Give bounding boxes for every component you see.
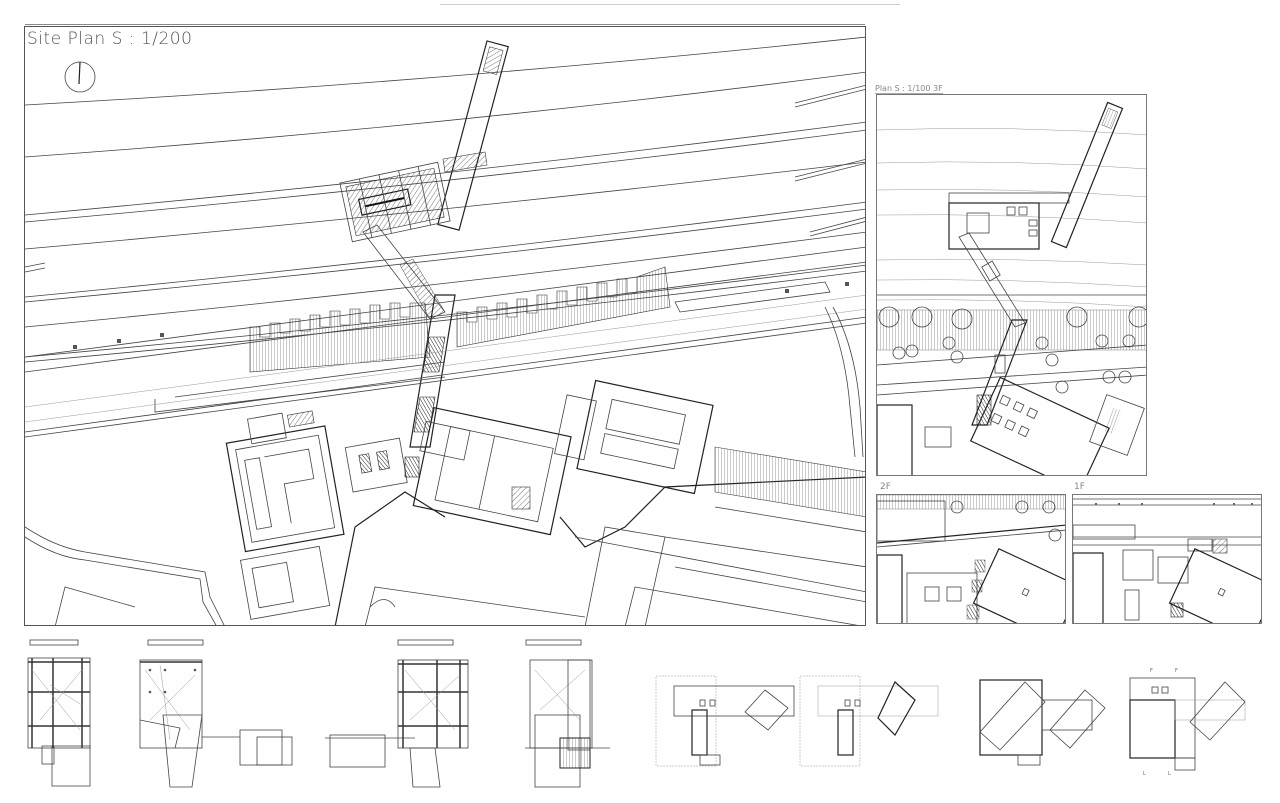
elevations-row <box>20 630 640 800</box>
elevation-1 <box>27 639 91 787</box>
diagram-4-annotation: L <box>1168 771 1171 777</box>
elevation-5 <box>397 639 469 788</box>
header-rule-faint <box>440 4 900 5</box>
diagram-4-annotation: F <box>1150 668 1153 674</box>
elevation-6 <box>525 639 610 788</box>
plan-3f-drawing <box>877 101 1146 475</box>
plan-1f-drawing <box>1073 498 1261 623</box>
header-rule <box>25 24 865 25</box>
plan-2f-drawing <box>877 495 1065 623</box>
diagram-1 <box>655 675 795 767</box>
site-plan: Site Plan S : 1/200 <box>24 26 866 626</box>
elevation-4 <box>325 734 415 768</box>
diagram-4-annotation: L <box>1143 771 1146 777</box>
diagram-4-annotation: F <box>1175 668 1178 674</box>
plan-3f <box>876 94 1147 476</box>
plan-1f <box>1072 494 1262 624</box>
diagram-3 <box>979 679 1106 766</box>
plan-1f-tag: 1F <box>1074 482 1085 492</box>
site-plan-title: Site Plan S : 1/200 <box>27 29 193 49</box>
plan-3f-title: Plan S : 1/100 3F <box>875 84 943 94</box>
canopy-band-left <box>249 302 431 373</box>
elevation-3 <box>202 729 293 766</box>
diagram-2 <box>799 675 939 767</box>
plan-2f <box>876 494 1066 624</box>
canopy-band-right <box>456 266 671 348</box>
site-plan-drawing <box>25 36 865 625</box>
elevation-2 <box>139 639 204 788</box>
diagram-4: F F L L <box>1129 668 1246 777</box>
plan-2f-tag: 2F <box>880 482 891 492</box>
north-arrow-icon <box>64 61 96 93</box>
diagrams-row: F F L L <box>650 660 1270 780</box>
